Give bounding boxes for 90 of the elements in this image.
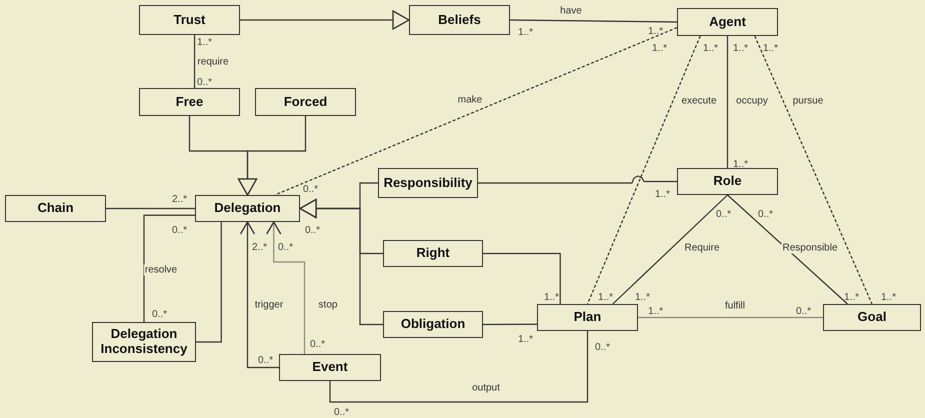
association-line bbox=[266, 221, 306, 354]
class-name: Agent bbox=[709, 14, 746, 30]
edge-label: trigger bbox=[254, 300, 284, 310]
multiplicity-label: 1..* bbox=[197, 37, 212, 48]
multiplicity-label: 2..* bbox=[252, 242, 268, 253]
edge-label: Responsible bbox=[781, 242, 839, 254]
class-box bbox=[5, 195, 106, 222]
dashed-association-line bbox=[274, 27, 678, 196]
class-box bbox=[823, 304, 921, 331]
multiplicity-label: 1..* bbox=[518, 27, 534, 38]
multiplicity-label: 0..* bbox=[796, 306, 812, 317]
association-line bbox=[240, 10, 410, 30]
multiplicity-label: 0..* bbox=[303, 184, 318, 195]
edge-label: make bbox=[456, 94, 484, 106]
association-line bbox=[240, 221, 279, 368]
class-name: Role bbox=[713, 174, 742, 189]
class-name: Delegation Inconsistency bbox=[100, 327, 188, 357]
class-box bbox=[92, 322, 196, 362]
multiplicity-label: 0..* bbox=[310, 339, 326, 350]
multiplicity-label: 1..* bbox=[635, 292, 650, 303]
multiplicity-label: 1..* bbox=[763, 43, 778, 54]
class-name: Free bbox=[176, 94, 204, 110]
edge-label: pursue bbox=[792, 96, 824, 106]
association-line bbox=[194, 35, 196, 88]
multiplicity-label: 0..* bbox=[305, 225, 320, 236]
class-name: Event bbox=[312, 360, 348, 375]
edge-label: output bbox=[471, 382, 501, 394]
edge-label: Require bbox=[683, 242, 721, 254]
multiplicity-label: 1..* bbox=[881, 292, 896, 303]
edge-label: stop bbox=[318, 300, 338, 310]
dashed-association-line bbox=[586, 36, 701, 304]
class-name: Plan bbox=[574, 310, 602, 325]
multiplicity-label: 1..* bbox=[648, 306, 664, 317]
class-name: Chain bbox=[37, 201, 74, 216]
multiplicity-label: 0..* bbox=[172, 225, 188, 236]
edge-label: execute bbox=[680, 96, 718, 106]
multiplicity-label: 0..* bbox=[758, 209, 774, 220]
class-name: Right bbox=[416, 246, 450, 261]
edge-label: require bbox=[196, 56, 230, 68]
multiplicity-label: 0..* bbox=[716, 209, 732, 220]
association-line bbox=[299, 198, 383, 326]
class-name: Trust bbox=[174, 12, 206, 28]
dashed-association-line bbox=[754, 36, 873, 304]
multiplicity-label: 1..* bbox=[544, 292, 560, 303]
edge-label: occupy bbox=[735, 96, 769, 106]
multiplicity-label: 2..* bbox=[172, 194, 188, 205]
association-line bbox=[612, 194, 728, 304]
multiplicity-label: 0..* bbox=[334, 407, 350, 418]
multiplicity-label: 0..* bbox=[595, 342, 610, 353]
class-box bbox=[409, 5, 510, 35]
multiplicity-label: 1..* bbox=[655, 189, 670, 200]
class-box bbox=[677, 168, 778, 195]
multiplicity-label: 1..* bbox=[648, 26, 664, 37]
class-box bbox=[677, 8, 778, 36]
multiplicity-label: 1..* bbox=[598, 292, 614, 303]
class-name: Responsibility bbox=[384, 176, 472, 190]
class-box bbox=[139, 5, 240, 35]
class-name: Delegation bbox=[214, 201, 281, 216]
association-line bbox=[238, 116, 306, 196]
class-name: Obligation bbox=[400, 317, 466, 332]
multiplicity-label: 1..* bbox=[733, 159, 748, 170]
multiplicity-label: 1..* bbox=[844, 292, 860, 303]
edge-label: have bbox=[559, 6, 583, 16]
class-box bbox=[537, 304, 638, 331]
multiplicity-label: 0..* bbox=[278, 242, 294, 253]
multiplicity-label: 1..* bbox=[652, 43, 668, 54]
association-line bbox=[510, 19, 677, 23]
association-line bbox=[727, 194, 848, 304]
edge-label: fulfill bbox=[724, 300, 746, 312]
multiplicity-label: 1..* bbox=[733, 43, 748, 54]
association-line bbox=[726, 36, 728, 168]
class-name: Goal bbox=[858, 310, 886, 325]
multiplicity-label: 0..* bbox=[152, 309, 168, 320]
association-line bbox=[638, 316, 823, 318]
class-name: Beliefs bbox=[438, 12, 481, 28]
class-box bbox=[195, 195, 300, 222]
class-box bbox=[383, 240, 483, 267]
edge-label: resolve bbox=[144, 264, 178, 276]
association-line bbox=[143, 214, 195, 322]
class-box bbox=[383, 311, 483, 338]
association-line bbox=[329, 331, 588, 403]
class-box bbox=[139, 88, 240, 116]
multiplicity-label: 0..* bbox=[197, 77, 212, 88]
class-box bbox=[279, 354, 381, 381]
multiplicity-label: 0..* bbox=[258, 355, 274, 366]
multiplicity-label: 1..* bbox=[703, 43, 718, 54]
class-box bbox=[255, 88, 356, 116]
multiplicity-label: 1..* bbox=[518, 334, 534, 345]
class-box bbox=[378, 168, 478, 198]
class-name: Forced bbox=[284, 94, 328, 110]
